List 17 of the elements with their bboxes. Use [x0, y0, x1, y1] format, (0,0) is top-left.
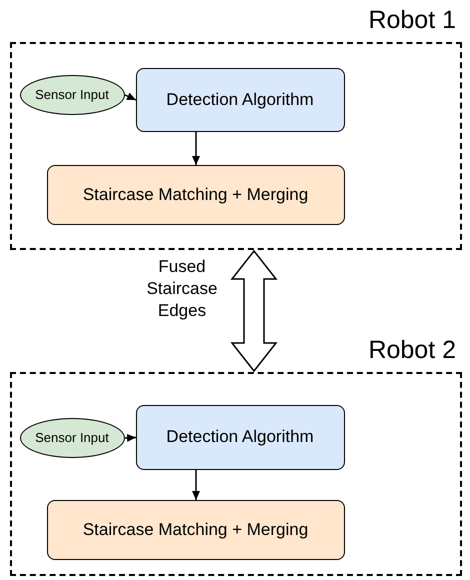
double-block-arrow: [230, 250, 278, 372]
group-heading: Robot 2: [368, 336, 456, 365]
node-label: Detection Algorithm: [166, 90, 314, 110]
arrow: [124, 434, 136, 442]
process-box: [46, 164, 344, 224]
group-heading: Robot 1: [368, 6, 456, 35]
node-label: Sensor Input: [35, 430, 109, 445]
node-label: Staircase Matching + Merging: [82, 184, 308, 204]
node-label: Staircase Matching + Merging: [82, 520, 308, 540]
arrow: [192, 132, 200, 165]
node-label: Sensor Input: [35, 87, 109, 102]
process-box: [136, 404, 344, 470]
process-box: [46, 500, 344, 560]
arrow: [192, 470, 200, 500]
arrow: [124, 92, 136, 101]
node-label: Detection Algorithm: [166, 427, 314, 447]
process-box: [136, 68, 344, 132]
